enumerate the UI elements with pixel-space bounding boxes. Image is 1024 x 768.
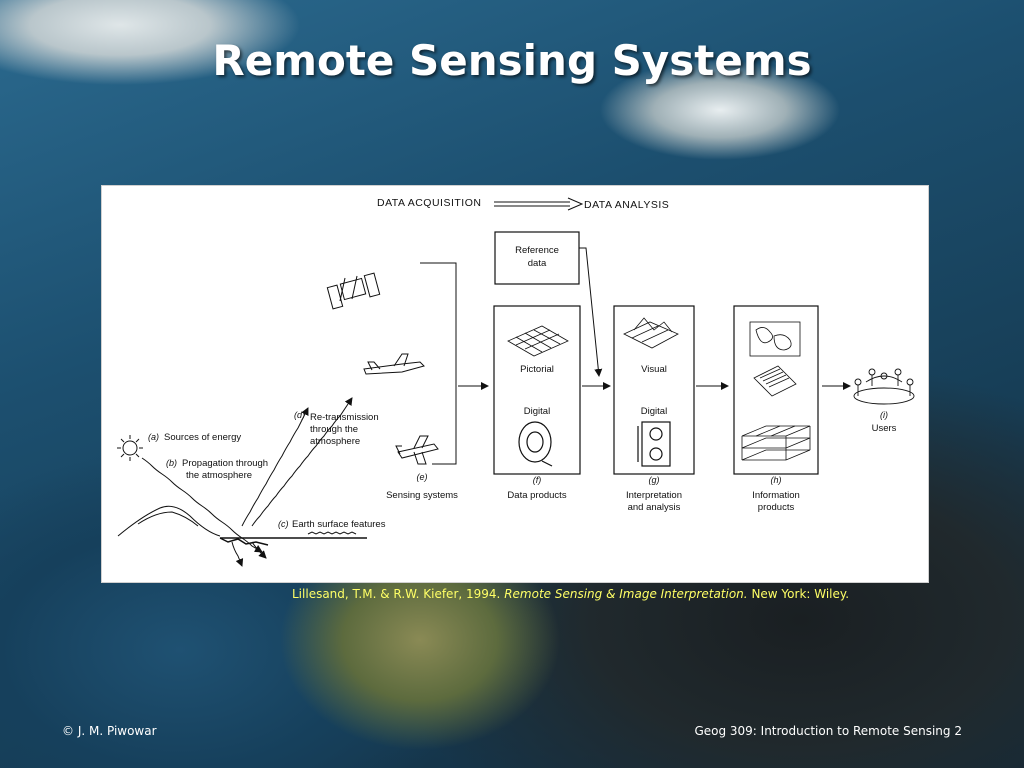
users-icon [853,368,915,405]
light-aircraft-icon [395,435,439,465]
label-d-2: through the [310,424,358,435]
energy-wave-down-1 [231,541,244,567]
label-f: Data products [507,490,566,501]
label-d-3: atmosphere [310,436,360,447]
map-icon [749,321,801,357]
label-d-1: Re-transmission [310,412,379,423]
citation: Lillesand, T.M. & R.W. Kiefer, 1994. Rem… [292,587,849,601]
label-b-tag: (b) [166,458,177,468]
label-h-2: products [758,502,795,513]
slide-title: Remote Sensing Systems [212,36,812,85]
header-double-arrow [494,197,584,211]
diagram-svg: DATA ACQUISITION DATA ANALYSIS Reference… [117,197,915,567]
header-data-acquisition: DATA ACQUISITION [377,197,481,209]
footer-course: Geog 309: Introduction to Remote Sensing [694,724,951,738]
header-data-analysis: DATA ANALYSIS [584,199,669,211]
footer-slide-number: 2 [954,724,962,738]
citation-authors: Lillesand, T.M. & R.W. Kiefer, 1994. [292,587,501,601]
aircraft-icon [363,353,425,375]
pictorial-label: Pictorial [520,364,554,375]
reference-to-visual-arrow [579,247,603,377]
label-h-1: Information [752,490,800,501]
label-c-tag: (c) [278,519,289,529]
label-d-tag: (d) [294,410,305,420]
label-a: Sources of energy [164,432,241,443]
label-f-tag: (f) [533,475,542,485]
sensing-bracket [420,262,457,465]
digital-label-g: Digital [641,406,667,417]
footer-author: © J. M. Piwowar [62,724,157,738]
label-g-2: and analysis [628,502,681,513]
citation-publisher: New York: Wiley. [751,587,850,601]
data-products-box [493,305,581,475]
sun-icon [117,435,143,461]
label-g-tag: (g) [649,475,660,485]
label-e: Sensing systems [386,490,458,501]
citation-work: Remote Sensing & Image Interpretation. [504,587,748,601]
interpretation-box [613,305,695,475]
information-products-box [733,305,819,475]
label-b-1: Propagation through [182,458,268,469]
label-i-tag: (i) [880,410,888,420]
label-e-tag: (e) [417,472,428,482]
satellite-icon [326,272,381,310]
reference-data-box [494,231,580,285]
energy-wave-incoming [141,457,263,553]
earth-surface-terrain [117,505,367,546]
label-b-2: the atmosphere [186,470,252,481]
energy-wave-reflected [251,397,353,527]
image-grid-icon [507,325,569,357]
label-h-tag: (h) [771,475,782,485]
report-icon [753,365,797,397]
footer-right: Geog 309: Introduction to Remote Sensing… [694,724,962,738]
label-g-1: Interpretation [626,490,682,501]
label-a-tag: (a) [148,432,159,442]
energy-wave-emitted [241,407,309,527]
terrain-model-icon [623,317,679,349]
label-i: Users [872,423,897,434]
reference-data-label-2: data [528,258,547,269]
visual-label: Visual [641,364,667,375]
digital-label-f: Digital [524,406,550,417]
reference-data-label-1: Reference [515,245,559,256]
computer-icon [637,421,671,467]
data-tape-icon [518,421,553,467]
label-c: Earth surface features [292,519,386,530]
remote-sensing-diagram: DATA ACQUISITION DATA ANALYSIS Reference… [101,185,929,583]
data-cube-icon [741,425,811,461]
